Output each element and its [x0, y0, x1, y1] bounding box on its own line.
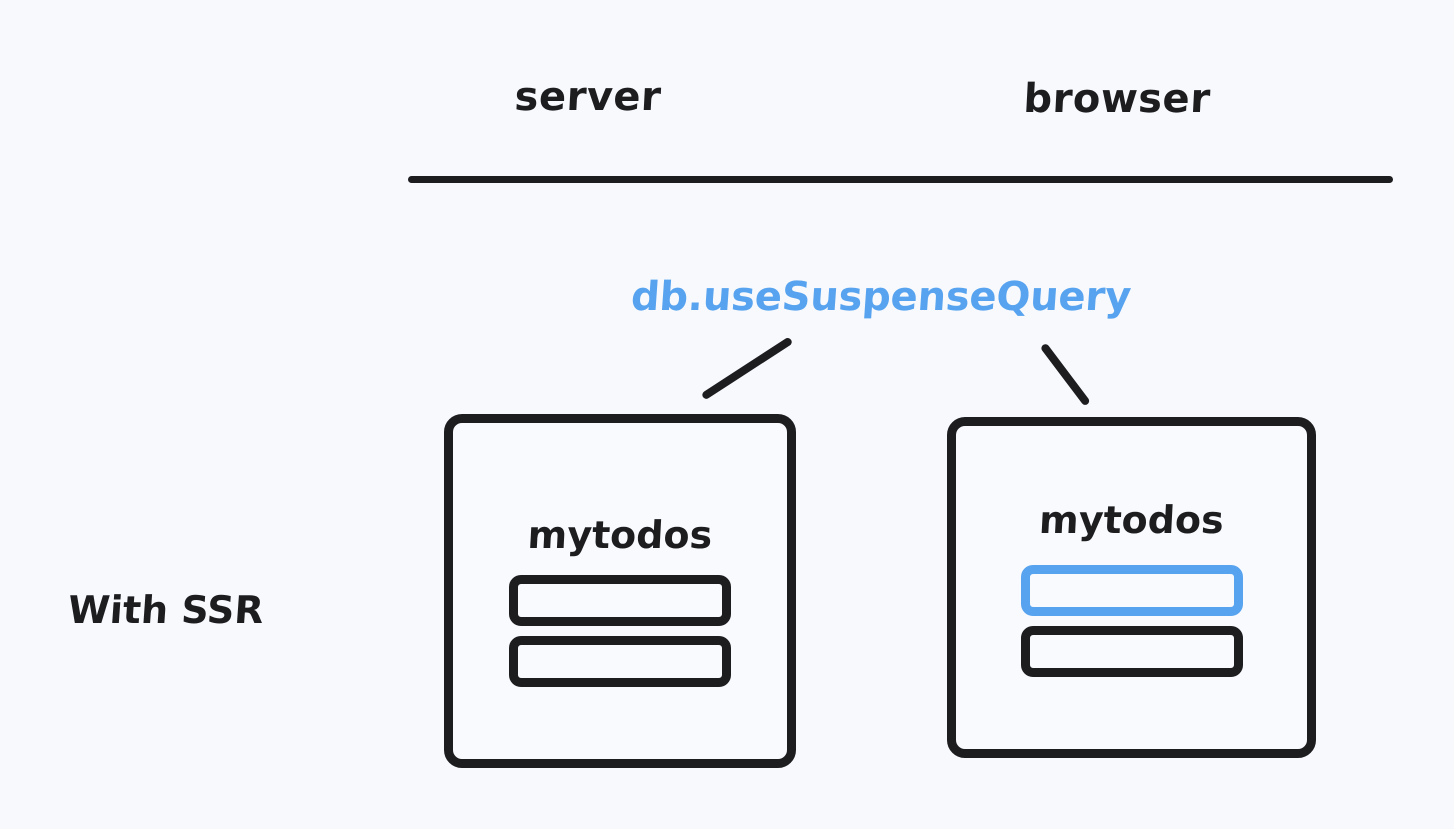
column-header-browser: browser	[1022, 76, 1212, 122]
header-divider-line	[408, 176, 1393, 183]
todo-list-browser	[956, 565, 1307, 677]
card-server: mytodos	[444, 414, 796, 768]
todo-item	[509, 575, 731, 626]
todo-item	[509, 636, 731, 687]
card-title-server: mytodos	[526, 513, 714, 557]
card-browser: mytodos	[947, 417, 1316, 758]
todo-item-highlighted	[1020, 565, 1243, 616]
connector-line-to-server-card	[700, 336, 794, 401]
todo-list-server	[453, 575, 787, 687]
column-header-server: server	[513, 74, 663, 120]
connector-line-to-browser-card	[1039, 342, 1091, 407]
card-title-browser: mytodos	[1038, 498, 1225, 542]
hook-label: db.useSuspenseQuery	[629, 274, 1133, 320]
todo-item	[1020, 626, 1243, 677]
row-label-with-ssr: With SSR	[66, 588, 266, 632]
